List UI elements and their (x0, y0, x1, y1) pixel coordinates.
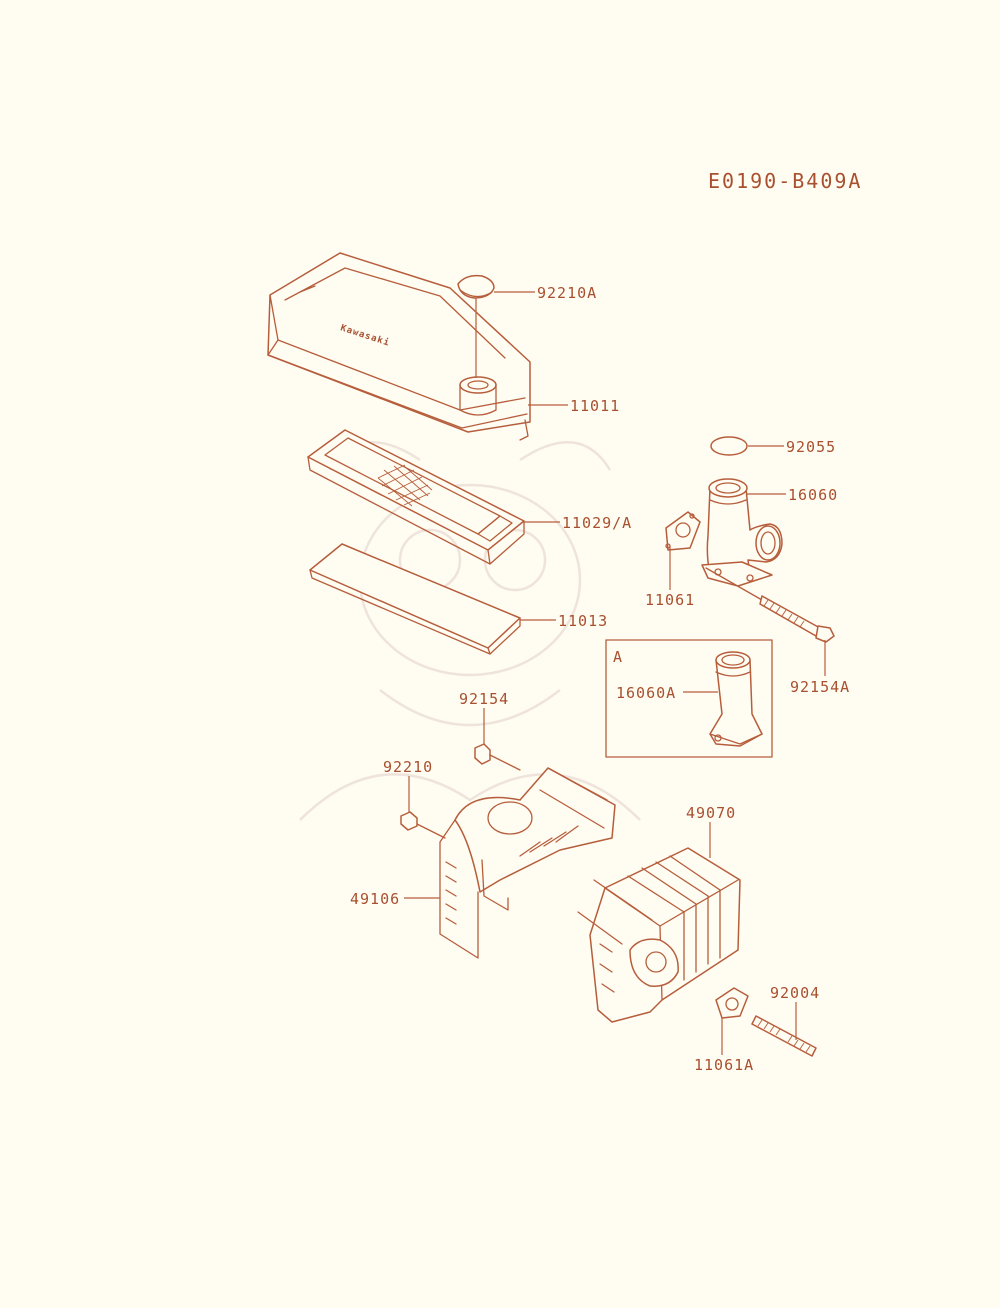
leader-lines (404, 291, 826, 1055)
knob-92210A (457, 274, 495, 378)
callout-11011: 11011 (570, 397, 620, 415)
inset-letter: A (613, 648, 623, 666)
cover-vent-slots (445, 825, 579, 925)
callout-16060A: 16060A (616, 684, 676, 702)
callout-11029A: 11029/A (562, 514, 632, 532)
nut-92154 (474, 743, 521, 771)
bolt-92154A (705, 567, 835, 643)
elbow-pipe-16060 (701, 478, 783, 587)
callout-92154: 92154 (459, 690, 509, 708)
callout-92210A: 92210A (537, 284, 597, 302)
callout-92004: 92004 (770, 984, 820, 1002)
callout-92055: 92055 (786, 438, 836, 456)
muffler-cover-49106 (439, 767, 616, 959)
air-filter-element-11029A (307, 429, 525, 565)
callout-11061A: 11061A (694, 1056, 754, 1074)
callout-labels: 92210A 11011 92055 16060 11029/A 11061 1… (350, 284, 850, 1074)
callout-92210: 92210 (383, 758, 433, 776)
gasket-11061 (665, 511, 701, 551)
callout-11013: 11013 (558, 612, 608, 630)
callout-49070: 49070 (686, 804, 736, 822)
muffler-ribs (599, 855, 721, 993)
air-cleaner-cover-11011: Kawasaki (267, 252, 531, 441)
stud-bolt-92004 (751, 1015, 817, 1057)
inset-box-a: A (605, 639, 773, 758)
callout-92154A: 92154A (790, 678, 850, 696)
nut-92210 (400, 811, 446, 839)
o-ring-92055 (710, 436, 748, 456)
filter-mesh (377, 464, 433, 507)
muffler-49070 (577, 847, 741, 1023)
callout-49106: 49106 (350, 890, 400, 908)
pre-cleaner-11013 (309, 543, 521, 655)
callout-11061: 11061 (645, 591, 695, 609)
diagram-code: E0190-B409A (708, 169, 862, 193)
gasket-11061A (715, 987, 749, 1019)
callout-16060: 16060 (788, 486, 838, 504)
